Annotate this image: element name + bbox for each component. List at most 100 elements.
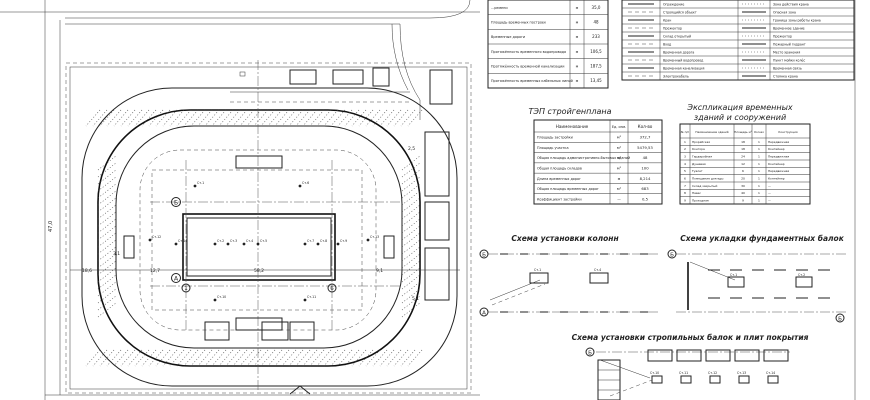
dim-b: 3,1	[113, 251, 120, 257]
open-storage-right	[424, 131, 450, 301]
legend-row-label: Протяжённость временного водопровода	[491, 50, 566, 54]
tep-row-unit: м²	[617, 146, 622, 150]
explication-row-type: —	[768, 198, 771, 202]
explication-row-type: Передвижная	[768, 140, 789, 144]
tep-row-unit: м²	[617, 156, 622, 160]
legend-row-unit: м	[576, 21, 579, 25]
tep-row-unit: м	[618, 177, 621, 181]
precast-stack	[383, 235, 395, 259]
beams-axis-b: Б	[670, 253, 674, 259]
crane-stop-label: Ст.11	[307, 295, 316, 299]
tep-row-name: Площадь участка	[537, 146, 569, 150]
explication-row-name: Прорабская	[692, 140, 710, 144]
legend-row-label: Площадь временных построек	[491, 21, 546, 25]
explication-row-n: 3	[684, 154, 686, 158]
explication-table: Экспликация временных зданий и сооружени…	[679, 103, 811, 205]
dim-a: 12,7	[150, 268, 160, 274]
crane-stand	[680, 375, 692, 384]
beams-scheme: Схема укладки фундаментных балок Б Б Ст.…	[667, 234, 846, 323]
explication-row-type: Контейнер	[768, 147, 785, 151]
crane-stand	[651, 375, 663, 384]
axis-label-b: Б	[174, 200, 178, 207]
legend-row-value: 106,5	[590, 49, 602, 54]
roof-stop-label: Ст.12	[708, 371, 717, 375]
legend-symbol-label: Временная дорога	[663, 50, 694, 54]
explication-row-n: 1	[684, 140, 686, 144]
crane-stop-marker	[213, 242, 217, 246]
legend-symbol-label: Ограждение	[663, 2, 684, 6]
crane-stand	[767, 375, 779, 384]
explication-row-qty: 1	[758, 147, 760, 151]
tep-row-value: 5479,53	[637, 145, 653, 150]
beam-stop-label: Ст.2	[798, 273, 805, 277]
crane-stop-marker	[213, 298, 217, 302]
crane-stop-label: Ст.8	[320, 239, 327, 243]
explication-row-area: 18	[741, 140, 745, 144]
explication-row-type: —	[768, 184, 771, 188]
dim-right: 9,1	[376, 268, 383, 274]
roof-beam-block	[705, 349, 731, 362]
explication-header: Наименование зданий	[695, 130, 728, 134]
tep-header-value: Кол-во	[638, 124, 653, 129]
crane-stop-marker	[174, 242, 178, 246]
dim-total: 47,0	[48, 221, 54, 232]
explication-row-qty: 1	[758, 176, 760, 180]
explication-title-2: зданий и сооружений	[694, 113, 786, 122]
crane-stop-marker	[336, 242, 340, 246]
legend-row-label: ...ремени	[491, 6, 508, 10]
cols-axis-a: А	[482, 311, 486, 317]
explication-row-n: 2	[684, 147, 686, 151]
crane-stop-label: Ст.12	[152, 235, 161, 239]
explication-row-qty: 1	[758, 162, 760, 166]
legend-row-unit: м	[576, 35, 579, 39]
crane-stop-marker	[303, 242, 307, 246]
explication-row-name: Гардеробная	[692, 154, 712, 158]
legend-symbol-label: Пункт мойки колёс	[773, 58, 805, 62]
explication-row-area: 12	[741, 162, 745, 166]
storage-pad-top	[235, 155, 283, 169]
tep-row-value: 683	[641, 186, 649, 191]
site-fence	[65, 62, 472, 394]
tep-row-value: 100	[641, 166, 649, 171]
explication-row-name: Склад закрытый	[692, 184, 717, 188]
legend-row-label: Временные дороги	[491, 35, 525, 39]
explication-row-name: Туалет	[691, 169, 703, 173]
legend-row-unit: м	[576, 6, 579, 10]
roof-beam-block	[647, 349, 673, 362]
crane-stop-label: Ст.9	[340, 239, 347, 243]
tep-row-unit: —	[617, 197, 621, 201]
roof-beam-block	[676, 349, 702, 362]
axis-label-6: 6	[330, 286, 334, 292]
crane-stop-marker	[226, 242, 230, 246]
roof-beam-block	[734, 349, 760, 362]
tep-row-name: Длина временных дорог	[537, 177, 581, 181]
crane-stop-label: Ст.7	[307, 239, 314, 243]
crane-path-outer	[97, 109, 421, 367]
tep-row-value: 0,5	[642, 196, 649, 201]
tep-row-name: Общая площадь складов	[537, 167, 582, 171]
dim-d: 5,1	[412, 296, 419, 302]
legend-symbol-label: Прожектор	[773, 34, 792, 38]
explication-row-n: 6	[684, 176, 686, 180]
tep-row-value: 372,7	[640, 135, 651, 140]
crane-stop-marker	[193, 184, 197, 188]
explication-row-area: 20	[741, 176, 745, 180]
legend-symbol-label: Граница зоны работы крана	[773, 18, 821, 22]
legend-row-unit: м	[576, 65, 579, 69]
legend-symbol-label: Электрокабель	[663, 74, 689, 78]
explication-row-n: 4	[684, 162, 686, 166]
crane-stop-marker	[242, 242, 246, 246]
building-outline	[182, 213, 336, 281]
explication-row-qty: 1	[758, 140, 760, 144]
axis-label-a: А	[174, 276, 179, 283]
crane-stand	[738, 375, 750, 384]
explication-row-name: Контора	[692, 147, 705, 151]
explication-title-1: Экспликация временных	[686, 103, 793, 112]
precast-stack	[204, 321, 230, 341]
legend-row-unit: м	[576, 50, 579, 54]
crane-stand	[709, 375, 721, 384]
